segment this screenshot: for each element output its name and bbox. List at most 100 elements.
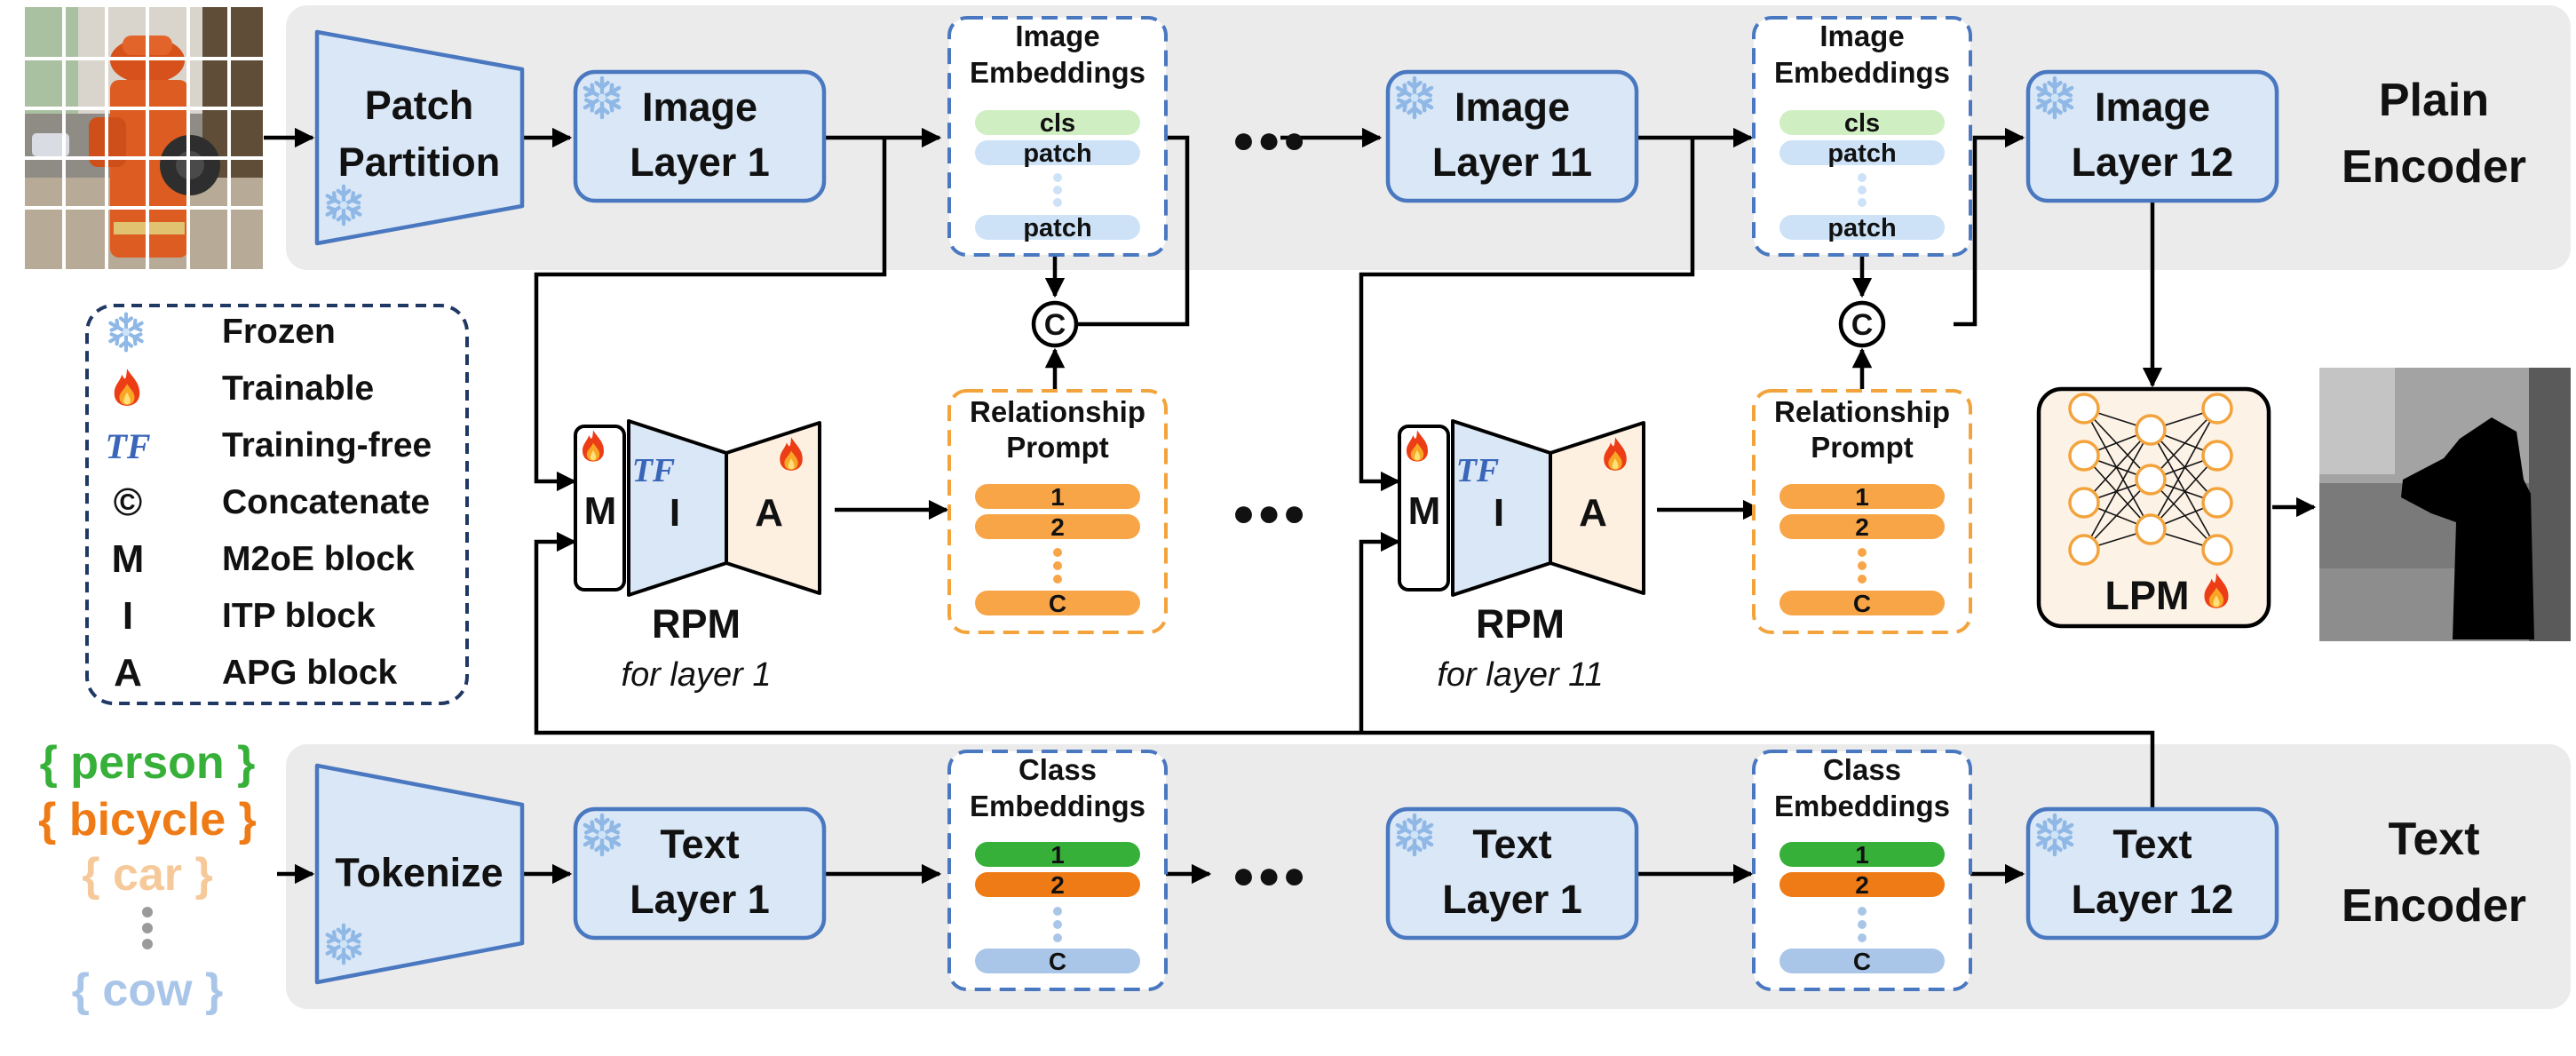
circled-c-icon: C bbox=[1031, 300, 1079, 348]
text-encoder-label-2: Encoder bbox=[2342, 880, 2526, 932]
text-layer-12: Text Layer 12 bbox=[2025, 806, 2279, 941]
plain-encoder-label-1: Plain bbox=[2379, 75, 2489, 126]
svg-text:C: C bbox=[1044, 308, 1066, 342]
image-layer-1-line2: Layer 1 bbox=[630, 139, 770, 185]
tokenize-block: Tokenize bbox=[314, 763, 525, 985]
rpm-layer-1: M TF I A RPM for layer 1 bbox=[574, 419, 821, 694]
image-embeddings-2-title-2: Embeddings bbox=[1774, 56, 1950, 89]
class-cow: { cow } bbox=[72, 965, 224, 1016]
relationship-prompt-1-title-1: Relationship bbox=[970, 395, 1145, 428]
rpm-1-m: M bbox=[584, 489, 617, 533]
circled-c-icon: C bbox=[1838, 300, 1886, 348]
image-embeddings-1: Image Embeddings cls patch patch bbox=[947, 16, 1168, 257]
text-layer-mid-line2: Layer 1 bbox=[1442, 877, 1582, 922]
text-layer-mid-line1: Text bbox=[1472, 822, 1551, 867]
text-encoder-label-1: Text bbox=[2388, 814, 2479, 865]
class-embeddings-2-row-c: C bbox=[1853, 948, 1871, 975]
image-layer-11-line2: Layer 11 bbox=[1432, 139, 1592, 185]
tokenize-label: Tokenize bbox=[335, 850, 503, 895]
relationship-prompt-1-title-2: Prompt bbox=[1006, 431, 1109, 464]
image-embeddings-1-title-2: Embeddings bbox=[970, 56, 1145, 89]
class-embeddings-1-title-1: Class bbox=[1019, 753, 1097, 786]
lpm-block: LPM bbox=[2036, 386, 2271, 629]
legend-training-free: Training-free bbox=[222, 426, 432, 464]
text-layer-mid: Text Layer 1 bbox=[1385, 806, 1639, 941]
patch-partition-block: Patch Partition bbox=[314, 29, 525, 246]
legend-frozen: Frozen bbox=[222, 313, 336, 351]
text-layer-12-line2: Layer 12 bbox=[2072, 877, 2234, 922]
input-image bbox=[25, 7, 263, 269]
image-layer-12-line1: Image bbox=[2095, 84, 2210, 130]
class-embeddings-2-title-1: Class bbox=[1823, 753, 1901, 786]
rpm-1-a: A bbox=[755, 491, 783, 535]
image-embeddings-2: Image Embeddings cls patch patch bbox=[1752, 16, 1972, 257]
rpm-1-subtitle: for layer 1 bbox=[622, 656, 772, 694]
rpm-11-title: RPM bbox=[1476, 601, 1565, 647]
legend-m2oe: M2oE block bbox=[222, 540, 415, 578]
rpm-11-subtitle: for layer 11 bbox=[1437, 656, 1603, 694]
image-layer-1: Image Layer 1 bbox=[573, 69, 827, 203]
legend-itp: ITP block bbox=[222, 597, 376, 635]
relationship-prompt-2-title-2: Prompt bbox=[1811, 431, 1914, 464]
patch-partition-label-1: Patch bbox=[365, 83, 474, 128]
rpm-1-title: RPM bbox=[652, 601, 741, 647]
image-embeddings-2-cls: cls bbox=[1844, 109, 1880, 138]
legend-concat-icon: © bbox=[114, 480, 142, 524]
rpm-arrows bbox=[534, 138, 2155, 822]
class-embeddings-1-row-1: 1 bbox=[1050, 841, 1065, 869]
rpm-11-m: M bbox=[1408, 489, 1441, 533]
legend-concatenate: Concatenate bbox=[222, 483, 430, 521]
legend-trainable: Trainable bbox=[222, 369, 374, 408]
class-names-input: { person } { bicycle } { car } { cow } bbox=[38, 737, 257, 1016]
relationship-prompt-1-row-1: 1 bbox=[1050, 483, 1065, 511]
class-embeddings-2-row-2: 2 bbox=[1855, 871, 1869, 899]
image-embeddings-1-patch: patch bbox=[1023, 139, 1091, 168]
class-embeddings-1-title-2: Embeddings bbox=[970, 790, 1145, 822]
legend-i-icon: I bbox=[123, 594, 133, 638]
text-layer-1: Text Layer 1 bbox=[573, 806, 827, 941]
class-embeddings-1: Class Embeddings 1 2 C bbox=[947, 750, 1168, 991]
top-ellipsis: ●●● bbox=[1232, 118, 1308, 162]
text-layer-12-line1: Text bbox=[2112, 822, 2192, 867]
svg-text:C: C bbox=[1851, 308, 1874, 342]
rpm-1-tf: TF bbox=[632, 452, 676, 489]
legend-a-icon: A bbox=[114, 651, 142, 695]
relationship-prompt-1-row-2: 2 bbox=[1050, 513, 1065, 541]
image-embeddings-2-patch: patch bbox=[1827, 139, 1896, 168]
relationship-prompt-1-row-c: C bbox=[1049, 590, 1066, 617]
rpm-11-a: A bbox=[1579, 491, 1607, 535]
class-embeddings-1-row-2: 2 bbox=[1050, 871, 1065, 899]
rpm-11-i: I bbox=[1494, 491, 1504, 535]
image-embeddings-2-title-1: Image bbox=[1819, 20, 1904, 52]
class-car: { car } bbox=[82, 849, 212, 901]
patch-partition-label-2: Partition bbox=[338, 139, 501, 185]
output-segmentation bbox=[2319, 368, 2571, 641]
image-embeddings-1-title-1: Image bbox=[1015, 20, 1099, 52]
image-layer-11: Image Layer 11 bbox=[1385, 69, 1639, 203]
relationship-prompt-2-title-1: Relationship bbox=[1774, 395, 1950, 428]
top-row-arrows bbox=[264, 127, 2317, 518]
plain-encoder-label-2: Encoder bbox=[2342, 141, 2526, 193]
class-bicycle: { bicycle } bbox=[38, 794, 257, 846]
image-layer-11-line1: Image bbox=[1454, 84, 1570, 130]
text-layer-1-line2: Layer 1 bbox=[630, 877, 770, 922]
rpm-layer-11: M TF I A RPM for layer 11 bbox=[1398, 419, 1645, 694]
image-layer-1-line1: Image bbox=[642, 84, 757, 130]
legend-tf-icon: TF bbox=[105, 426, 150, 466]
legend-apg: APG block bbox=[222, 654, 398, 692]
relationship-prompt-2-row-2: 2 bbox=[1855, 513, 1869, 541]
legend: Frozen Trainable TF Training-free © Conc… bbox=[85, 304, 469, 705]
class-embeddings-2-title-2: Embeddings bbox=[1774, 790, 1950, 822]
image-embeddings-2-patch-last: patch bbox=[1827, 214, 1896, 242]
rpm-1-i: I bbox=[670, 491, 680, 535]
image-layer-12: Image Layer 12 bbox=[2025, 69, 2279, 203]
lpm-label: LPM bbox=[2105, 573, 2190, 618]
image-embeddings-1-patch-last: patch bbox=[1023, 214, 1091, 242]
image-embeddings-1-cls: cls bbox=[1040, 109, 1075, 138]
class-embeddings-2-row-1: 1 bbox=[1855, 841, 1869, 869]
relationship-prompt-2-row-c: C bbox=[1853, 590, 1871, 617]
rpm-11-tf: TF bbox=[1456, 452, 1500, 489]
class-embeddings-1-row-c: C bbox=[1049, 948, 1066, 975]
relationship-prompt-1: Relationship Prompt 1 2 C bbox=[947, 389, 1168, 634]
